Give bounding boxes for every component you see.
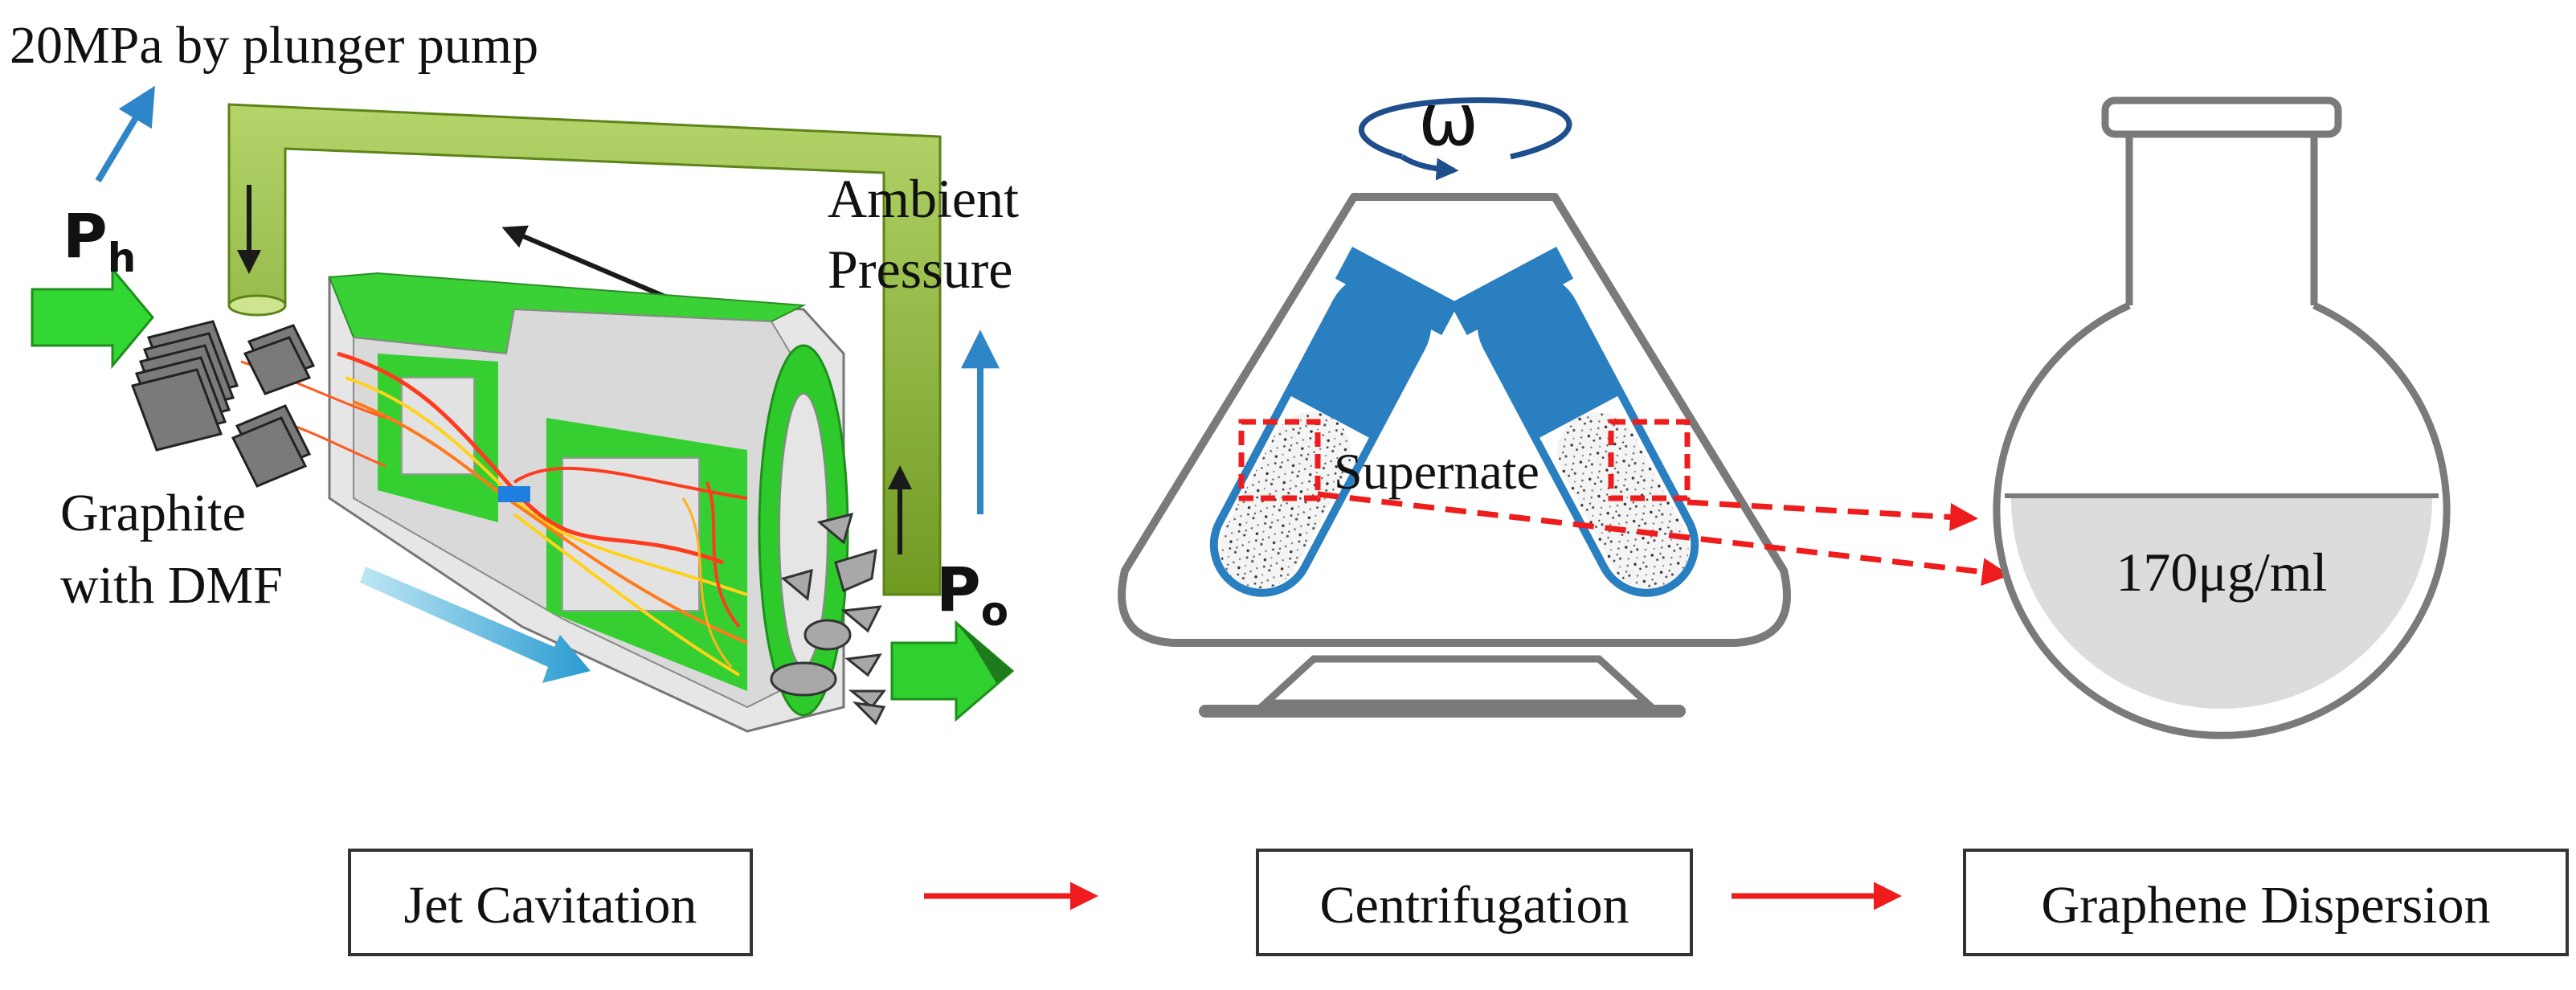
step-centrifugation: Centrifugation	[1256, 849, 1693, 956]
ph-main: P	[63, 200, 108, 272]
pipe-flow-arrow-left	[501, 225, 669, 300]
jet-cavitation-illustration: 20MPa by plunger pump	[10, 16, 1019, 733]
po-label: Po	[936, 554, 1008, 635]
concentration-label: 170μg/ml	[2116, 542, 2327, 603]
transfer-arrow-right	[1687, 499, 1978, 531]
supernate-box-left	[1238, 419, 1321, 501]
outlet-arrow	[890, 620, 1015, 722]
flask-neck	[2125, 134, 2318, 305]
centrifuge-illustration: ω Supernate	[1118, 78, 2010, 718]
ph-label: Ph	[63, 200, 136, 281]
process-flow: Jet Cavitation Centrifugation Graphene D…	[348, 849, 2569, 956]
flask-bulb	[1993, 301, 2451, 739]
pipe-end-cap	[227, 294, 287, 317]
flow-direction-arrow	[360, 567, 591, 683]
ambient-label-line2: Pressure	[828, 239, 1012, 300]
volumetric-flask: 170μg/ml	[1993, 96, 2451, 739]
po-main: P	[936, 554, 981, 625]
supernate-label: Supernate	[1334, 443, 1539, 500]
step-label: Centrifugation	[1320, 876, 1629, 935]
step-graphene-dispersion: Graphene Dispersion	[1963, 849, 2569, 956]
graphite-label-line1: Graphite	[60, 484, 246, 542]
graphite-label-line2: with DMF	[60, 556, 283, 615]
pump-pressure-label: 20MPa by plunger pump	[10, 16, 538, 75]
pump-blue-arrow	[95, 85, 155, 183]
ph-subscript: h	[108, 235, 137, 281]
step-label: Jet Cavitation	[404, 876, 697, 935]
po-subscript: o	[981, 588, 1008, 635]
omega-symbol: ω	[1418, 78, 1478, 162]
graphite-stacks	[131, 320, 316, 488]
transfer-arrow-left	[1317, 491, 2010, 587]
cavitation-reactor	[240, 272, 849, 733]
exfoliated-flakes	[770, 512, 886, 726]
step-jet-cavitation: Jet Cavitation	[348, 849, 753, 956]
centrifuge-stand	[1256, 655, 1657, 707]
supernate-box-right	[1608, 419, 1691, 501]
flask-liquid	[2011, 498, 2432, 709]
ambient-label-line1: Ambient	[828, 168, 1019, 229]
inlet-arrow	[31, 265, 154, 370]
flask-lip	[2101, 96, 2342, 138]
step-label: Graphene Dispersion	[2041, 876, 2490, 935]
rotation-arrow	[1358, 97, 1572, 160]
